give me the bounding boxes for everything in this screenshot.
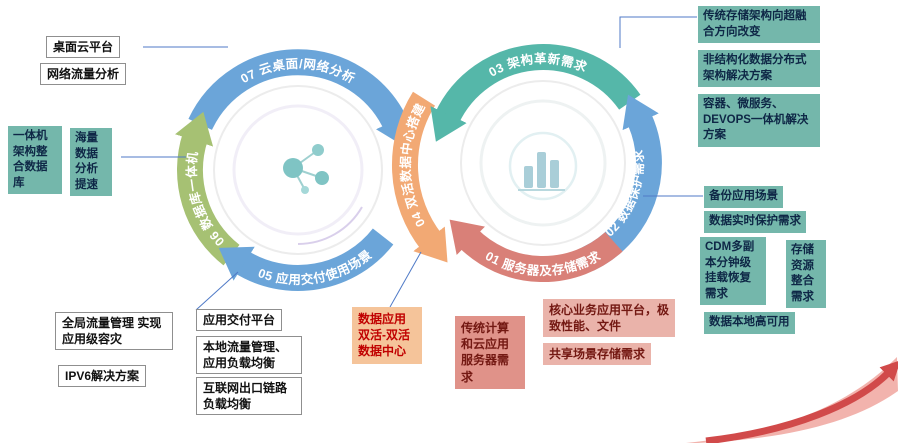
molecule-icon: [283, 144, 329, 194]
left-ring-accent-arc: [297, 206, 363, 245]
connector-lines: [121, 16, 703, 311]
callout-massive-data-analysis: 海量数据分析提速: [70, 128, 112, 197]
callout-ipv6-solution: IPV6解决方案: [58, 365, 147, 388]
swoosh-arrow: [686, 357, 898, 443]
connector-line: [195, 271, 239, 311]
callout-local-traffic-management: 本地流量管理、应用负载均衡: [196, 336, 302, 375]
callout-desktop-cloud-platform: 桌面云平台: [46, 36, 121, 59]
callout-core-business-platform: 核心业务应用平台，极致性能、文件: [543, 299, 675, 338]
arc-07-cloud-desktop-band: [188, 49, 413, 148]
arc-01-server-storage-band: [449, 219, 623, 283]
callout-global-traffic-management: 全局流量管理 实现应用级容灾: [55, 312, 173, 351]
callout-cdm-recovery: CDM多副本分钟级挂载恢复需求: [700, 237, 766, 306]
callout-local-high-availability: 数据本地高可用: [704, 312, 795, 334]
callout-network-traffic-analysis: 网络流量分析: [40, 63, 127, 86]
callout-traditional-cloud-server: 传统计算和云应用服务器需求: [455, 316, 525, 389]
callout-file-sharing-storage: 共享场景存储需求: [543, 343, 652, 366]
swoosh-dark-arrow: [705, 360, 898, 443]
arc-05-app-delivery-band: [218, 228, 394, 291]
callout-app-delivery-platform: 应用交付平台: [196, 309, 283, 332]
callout-storage-consolidation: 存储资源整合需求: [786, 240, 826, 309]
callout-unstructured-distributed: 非结构化数据分布式架构解决方案: [698, 50, 820, 88]
callout-storage-hyperconverged: 传统存储架构向超融合方向改变: [698, 6, 820, 44]
arc-06-database-appliance-band: [175, 111, 240, 266]
callout-appliance-database: 一体机架构整合数据库: [8, 126, 62, 195]
connector-line: [619, 16, 697, 48]
callout-container-devops: 容器、微服务、DEVOPS一体机解决方案: [698, 94, 820, 147]
arc-04-dual-active-band: [391, 91, 448, 263]
left-ring: 07 云桌面/网络分析 06 数据库一体机 05 应用交付使用场景: [175, 49, 413, 291]
callout-backup-scenario: 备份应用场景: [704, 186, 783, 208]
callout-realtime-protection: 数据实时保护需求: [704, 211, 806, 233]
swoosh-light-band: [686, 357, 898, 443]
callout-internet-link-load-balance: 互联网出口链路负载均衡: [196, 377, 302, 416]
connector-line: [389, 251, 422, 308]
arc-03-architecture-band: [430, 44, 641, 142]
bar-chart-icon: [508, 131, 578, 201]
right-ring: 04 双活数据中心搭建 03 架构革新需求 02 数据保护需求 01 服务器及存…: [391, 44, 662, 283]
callout-dual-active-datacenter: 数据应用双活-双活数据中心: [352, 307, 422, 364]
